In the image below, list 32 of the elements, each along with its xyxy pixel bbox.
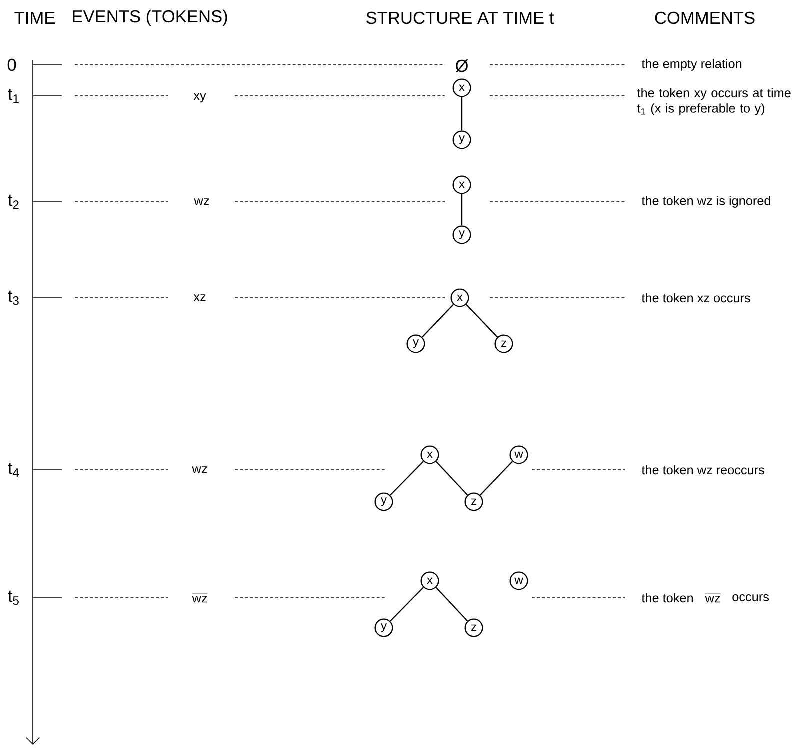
comment-text: wz <box>704 594 721 603</box>
column-heading: TIME <box>14 12 55 24</box>
connecting-line <box>461 97 463 131</box>
connecting-line <box>390 461 424 496</box>
time-label: t$_{1}$ <box>8 88 19 104</box>
column-heading: STRUCTURE AT TIME t <box>366 12 554 24</box>
connecting-line <box>461 194 463 226</box>
time-label: t$_{5}$ <box>8 590 19 606</box>
comment-text: the token <box>642 593 693 603</box>
connecting-line <box>390 587 424 622</box>
comment-text: the empty relation <box>642 59 742 71</box>
comment-text: the token wz is ignored <box>642 196 770 208</box>
time-label: t$_{3}$ <box>8 290 19 306</box>
event-token: wz <box>194 198 210 206</box>
connecting-line <box>480 461 514 496</box>
event-token: wz <box>192 466 208 474</box>
column-heading: COMMENTS <box>655 12 755 24</box>
comment-text: the token xz occurs <box>642 293 750 303</box>
connecting-line <box>422 304 454 338</box>
event-token: xz <box>194 294 206 302</box>
connecting-line <box>466 304 498 338</box>
time-label: 0 <box>8 58 16 72</box>
time-label: t$_{2}$ <box>8 194 19 210</box>
comment-text: occurs <box>732 594 769 602</box>
column-heading: EVENTS (TOKENS) <box>73 10 228 26</box>
connecting-line <box>436 587 468 622</box>
comment-text: the token xy occurs at time t$_{1}$ (x is preferable to y) <box>637 88 791 116</box>
event-token: wz <box>192 594 208 603</box>
connecting-line <box>436 461 468 496</box>
time-label: t$_{4}$ <box>8 462 20 478</box>
event-token: xy <box>194 93 206 103</box>
comment-text: the token wz reoccurs <box>642 465 764 475</box>
